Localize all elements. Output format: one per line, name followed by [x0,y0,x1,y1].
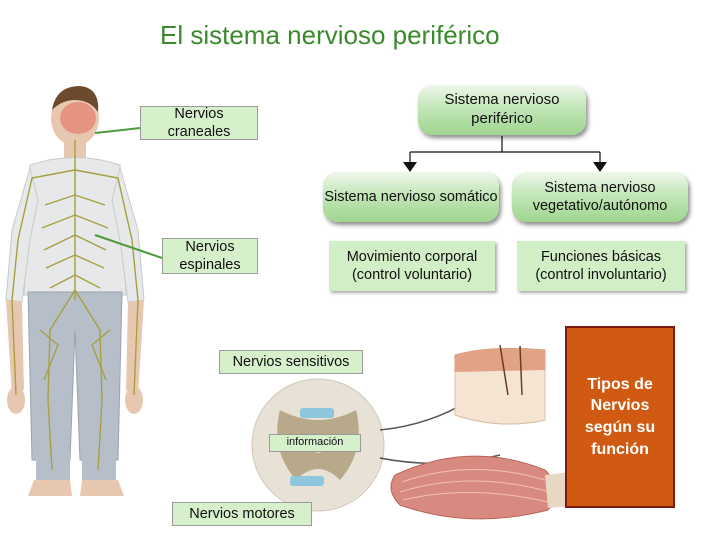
note-box: Tipos de Nervios según su función [565,326,675,508]
page-title: El sistema nervioso periférico [160,20,500,50]
movement-box: Movimiento corporal (control voluntario) [329,241,495,291]
information-label: información [269,434,361,452]
basic-functions-box: Funciones básicas (control involuntario) [517,241,685,291]
root-box-label: Sistema nervioso periférico [444,91,560,127]
movement-box-label: Movimiento corporal (control voluntario) [346,248,478,283]
somatic-box-label: Sistema nervioso somático [324,188,498,205]
sensory-nerves-label: Nervios sensitivos [219,350,363,374]
autonomic-box-label: Sistema nervioso vegetativo/autónomo [532,179,668,214]
root-box: Sistema nervioso periférico [418,85,586,135]
skin-illustration [454,344,546,425]
note-text: Tipos de Nervios según su función [584,375,656,458]
muscle-illustration [390,455,590,520]
cranial-nerves-label: Nervios craneales [140,106,258,140]
autonomic-box: Sistema nervioso vegetativo/autónomo [512,172,688,222]
basic-functions-box-label: Funciones básicas (control involuntario) [535,248,667,283]
somatic-box: Sistema nervioso somático [323,172,499,222]
spinal-nerves-label: Nervios espinales [162,238,258,274]
motor-nerves-label: Nervios motores [172,502,312,526]
human-figure-illustration [5,86,145,496]
